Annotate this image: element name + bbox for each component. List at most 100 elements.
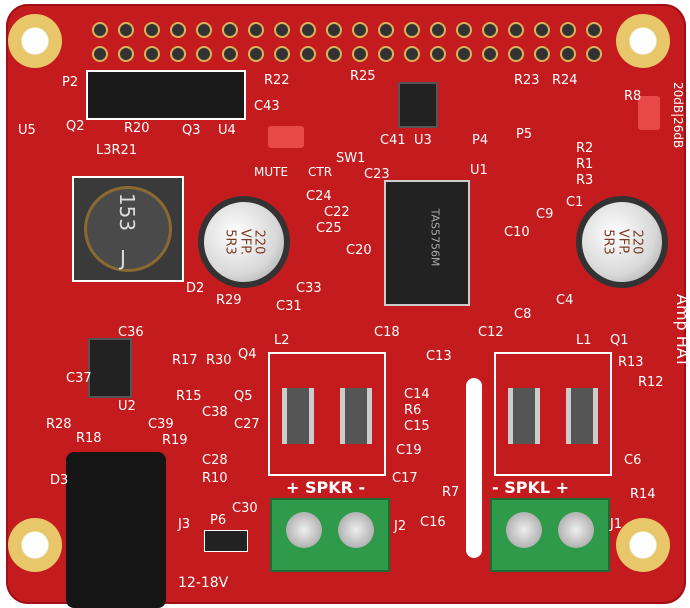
silkscreen-label: R14 <box>630 487 656 502</box>
silkscreen-label: J2 <box>394 519 407 534</box>
silkscreen-label: C30 <box>232 501 258 516</box>
header-pin <box>406 24 418 36</box>
dc-power-jack[interactable] <box>66 452 166 608</box>
silkscreen-label: R19 <box>162 433 188 448</box>
silkscreen-label: R6 <box>404 403 422 418</box>
silkscreen-label: R8 <box>624 89 642 104</box>
silkscreen-label: R1 <box>576 157 594 172</box>
silkscreen-label: C9 <box>536 207 554 222</box>
header-pin <box>458 24 470 36</box>
silkscreen-label: P6 <box>210 513 227 528</box>
silkscreen-label: C20 <box>346 243 372 258</box>
silkscreen-label: R18 <box>76 431 102 446</box>
mute-label: MUTE <box>254 165 289 179</box>
header-pin <box>562 24 574 36</box>
silkscreen-label: C27 <box>234 417 260 432</box>
silkscreen-label: R2 <box>576 141 594 156</box>
silkscreen-label: R17 <box>172 353 198 368</box>
silkscreen-label: P4 <box>472 133 489 148</box>
slot <box>466 378 482 558</box>
header-pin <box>432 48 444 60</box>
header-pin <box>224 48 236 60</box>
header-pin <box>120 24 132 36</box>
product-label: Amp HAT <box>673 294 690 368</box>
silkscreen-label: R28 <box>46 417 72 432</box>
silkscreen-label: C28 <box>202 453 228 468</box>
header-pin <box>250 48 262 60</box>
mute-jumper[interactable] <box>268 126 304 148</box>
header-pin <box>172 48 184 60</box>
silkscreen-label: R12 <box>638 375 664 390</box>
gpio-header <box>94 18 614 68</box>
inductor-marking: J <box>120 246 126 270</box>
silkscreen-label: P2 <box>62 75 79 90</box>
silkscreen-label: C14 <box>404 387 430 402</box>
silkscreen-label: C43 <box>254 99 280 114</box>
silkscreen-label: SW1 <box>336 151 366 166</box>
header-pin <box>224 24 236 36</box>
silkscreen-label: C38 <box>202 405 228 420</box>
silkscreen-label: U4 <box>218 123 236 138</box>
pcb-board: 153 J 220 VFP. 5R3 220 VFP. 5R3 TAS5756M… <box>6 4 690 608</box>
speaker-terminal-right[interactable] <box>270 498 390 572</box>
header-pin <box>146 24 158 36</box>
silkscreen-label: Q2 <box>66 119 85 134</box>
header-pin <box>120 48 132 60</box>
silkscreen-label: C4 <box>556 293 574 308</box>
header-pin <box>198 48 210 60</box>
silkscreen-label: C12 <box>478 325 504 340</box>
silkscreen-label: C24 <box>306 189 332 204</box>
silkscreen-label: Q3 <box>182 123 201 138</box>
header-pin <box>328 48 340 60</box>
silkscreen-label: R15 <box>176 389 202 404</box>
silkscreen-label: R24 <box>552 73 578 88</box>
mounting-hole <box>616 518 670 572</box>
silkscreen-label: D3 <box>50 473 69 488</box>
silkscreen-label: C41 <box>380 133 406 148</box>
header-pin <box>536 48 548 60</box>
header-pin <box>510 24 522 36</box>
silkscreen-label: L1 <box>576 333 592 348</box>
header-pin <box>432 24 444 36</box>
mounting-hole <box>8 518 62 572</box>
silkscreen-label: L2 <box>274 333 290 348</box>
silkscreen-label: R22 <box>264 73 290 88</box>
silkscreen-label: U2 <box>118 399 136 414</box>
silkscreen-label: U1 <box>470 163 488 178</box>
gain-label: 20dB|26dB <box>671 82 685 149</box>
silkscreen-label: C18 <box>374 325 400 340</box>
header-pin <box>94 24 106 36</box>
silkscreen-label: R23 <box>514 73 540 88</box>
speaker-terminal-left[interactable] <box>490 498 610 572</box>
electrolytic-capacitor: 220 VFP. 5R3 <box>576 196 668 288</box>
speaker-left-label: - SPKL + <box>492 478 570 497</box>
silkscreen-label: C17 <box>392 471 418 486</box>
silkscreen-label: R20 <box>124 121 150 136</box>
capacitor-marking: 220 VFP. 5R3 <box>600 228 645 256</box>
chip-marking: TAS5756M <box>428 208 442 267</box>
silkscreen-label: C6 <box>624 453 642 468</box>
inductor-l1 <box>494 352 612 476</box>
silkscreen-label: Q5 <box>234 389 253 404</box>
silkscreen-label: D2 <box>186 281 205 296</box>
speaker-right-label: + SPKR - <box>286 478 366 497</box>
header-pin <box>484 24 496 36</box>
gain-jumper[interactable] <box>638 96 660 130</box>
silkscreen-label: P5 <box>516 127 533 142</box>
header-pin <box>510 48 522 60</box>
silkscreen-label: R13 <box>618 355 644 370</box>
p2-header <box>86 70 246 120</box>
p6-header <box>204 530 248 552</box>
silkscreen-label: C13 <box>426 349 452 364</box>
silkscreen-label: R7 <box>442 485 460 500</box>
header-pin <box>458 48 470 60</box>
silkscreen-label: C1 <box>566 195 584 210</box>
ic-u2 <box>88 338 132 398</box>
silkscreen-label: C33 <box>296 281 322 296</box>
silkscreen-label: C25 <box>316 221 342 236</box>
header-pin <box>302 24 314 36</box>
mounting-hole <box>616 14 670 68</box>
header-pin <box>380 24 392 36</box>
ic-u3 <box>398 82 438 128</box>
silkscreen-label: Q4 <box>238 347 257 362</box>
